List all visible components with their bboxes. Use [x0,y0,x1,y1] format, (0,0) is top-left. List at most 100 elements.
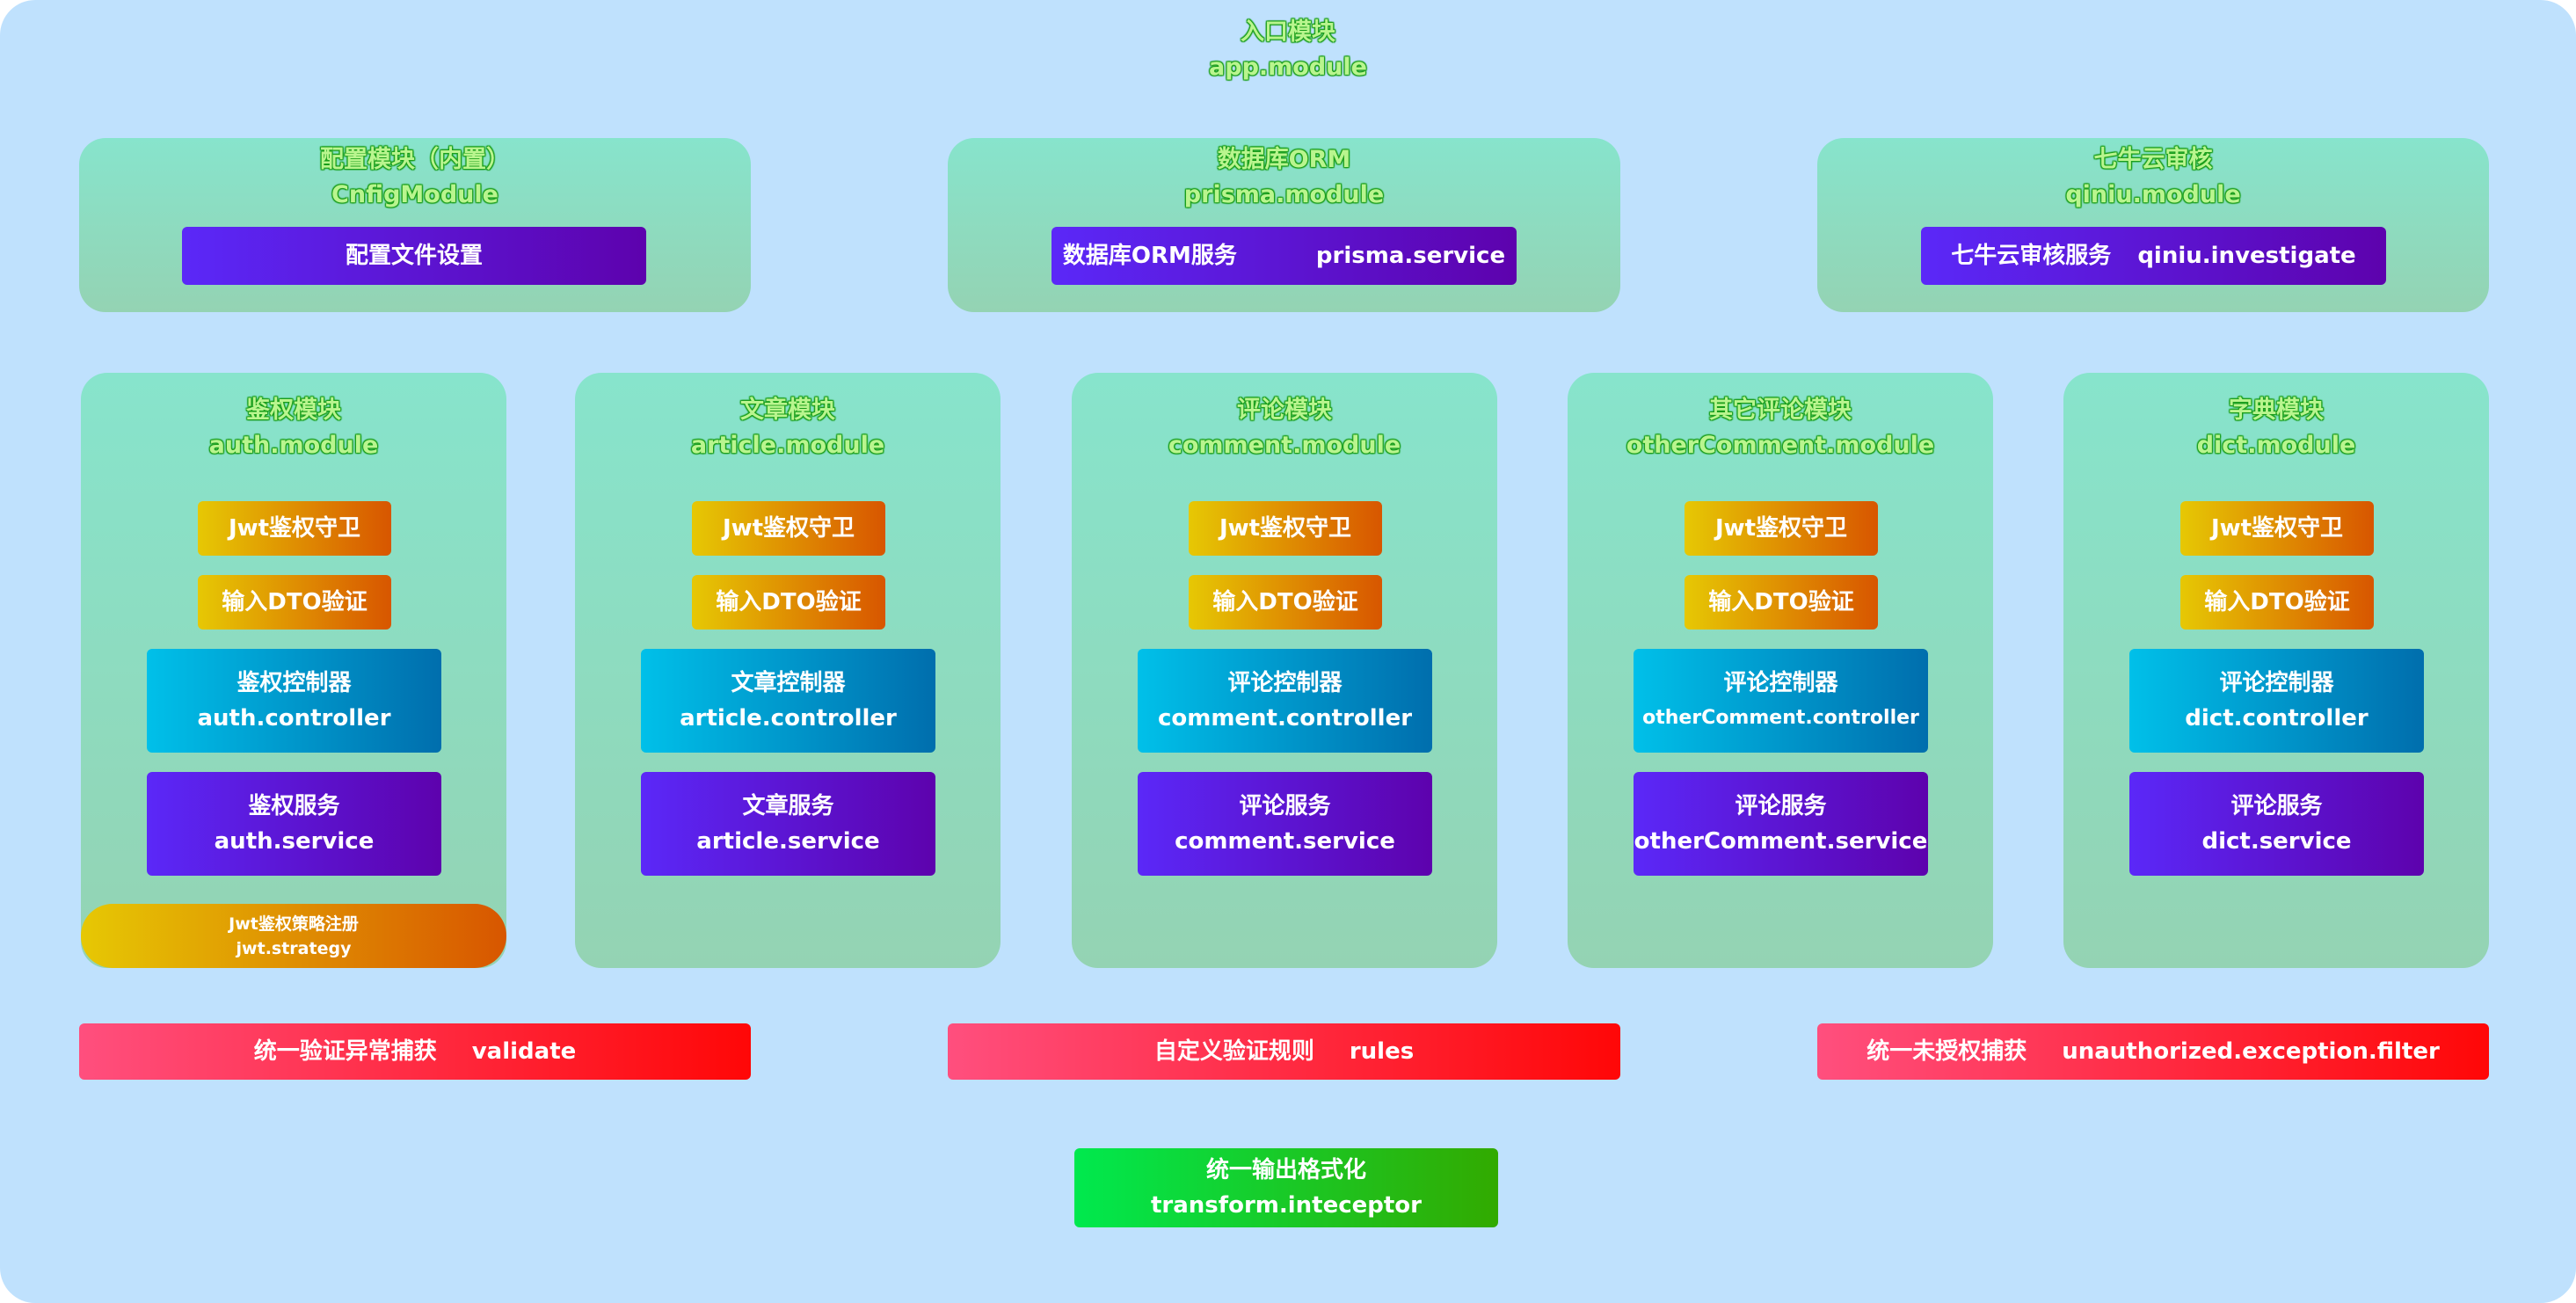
box-label: 输入DTO验证 [1212,589,1358,615]
box-sublabel: article.controller [680,705,897,732]
rules-box: 自定义验证规则 rules [948,1023,1620,1080]
module-subtitle: dict.module [2196,432,2356,459]
module-title: 其它评论模块 otherComment.module [1568,393,1993,463]
box-label: 评论控制器 [1227,670,1343,696]
module-title: 字典模块 dict.module [2063,393,2489,463]
controller-box: 评论控制器 comment.controller [1138,649,1432,753]
service-box: 评论服务 dict.service [2129,772,2424,876]
jwt-guard-box: Jwt鉴权守卫 [692,501,885,556]
box-sublabel: dict.controller [2185,705,2369,732]
app-subtitle: app.module [1209,54,1367,81]
box-label: 输入DTO验证 [2204,589,2350,615]
box-label: 输入DTO验证 [222,589,367,615]
box-label: 评论服务 [2230,793,2323,819]
controller-box: 文章控制器 article.controller [641,649,935,753]
box-label: Jwt鉴权守卫 [722,515,855,542]
module-title: 鉴权模块 auth.module [81,393,506,463]
box-sublabel: article.service [696,828,880,855]
module-name: 其它评论模块 [1709,397,1852,424]
service-box: 文章服务 article.service [641,772,935,876]
box-sublabel: rules [1349,1038,1415,1065]
module-subtitle: prisma.module [1183,181,1385,208]
app-title: 入口模块 [1241,18,1335,46]
box-sublabel: comment.controller [1157,705,1413,732]
jwt-guard-box: Jwt鉴权守卫 [2180,501,2374,556]
box-sublabel: auth.controller [197,705,391,732]
qiniu-module-title: 七牛云审核 qiniu.module [1817,142,2489,213]
config-file-box: 配置文件设置 [182,227,646,285]
box-label: 统一验证异常捕获 [253,1038,437,1065]
module-name: 评论模块 [1237,397,1332,424]
dto-validation-box: 输入DTO验证 [2180,575,2374,630]
box-sublabel: validate [471,1038,577,1065]
module-title: 评论模块 comment.module [1072,393,1497,463]
prisma-module-title: 数据库ORM prisma.module [948,142,1620,213]
box-label: 鉴权服务 [248,793,340,819]
module-title: 文章模块 article.module [575,393,1001,463]
prisma-module: 数据库ORM prisma.module 数据库ORM服务 prisma.ser… [948,138,1620,312]
box-label: Jwt鉴权守卫 [1219,515,1352,542]
module-subtitle: auth.module [208,432,379,459]
module-name: 文章模块 [740,397,835,424]
controller-box: 评论控制器 otherComment.controller [1634,649,1928,753]
box-sublabel: prisma.service [1315,243,1506,269]
box-label: 七牛云审核服务 [1951,243,2112,269]
unauthorized-filter-box: 统一未授权捕获 unauthorized.exception.filter [1817,1023,2489,1080]
controller-box: 评论控制器 dict.controller [2129,649,2424,753]
app-module-title: 入口模块 app.module [0,15,2576,85]
box-label: 自定义验证规则 [1153,1038,1314,1065]
box-sublabel: transform.inteceptor [1150,1192,1422,1219]
box-sublabel: unauthorized.exception.filter [2062,1038,2440,1065]
box-sublabel: comment.service [1175,828,1395,855]
module-name: 鉴权模块 [246,397,341,424]
feature-module: 字典模块 dict.module Jwt鉴权守卫 输入DTO验证 评论控制器 di… [2063,373,2489,968]
feature-module: 其它评论模块 otherComment.module Jwt鉴权守卫 输入DTO… [1568,373,1993,968]
box-label: Jwt鉴权守卫 [2210,515,2344,542]
module-subtitle: comment.module [1168,432,1401,459]
box-label: 统一未授权捕获 [1867,1038,2027,1065]
dto-validation-box: 输入DTO验证 [692,575,885,630]
module-subtitle: article.module [690,432,885,459]
dto-validation-box: 输入DTO验证 [1685,575,1878,630]
qiniu-investigate-box: 七牛云审核服务 qiniu.investigate [1921,227,2386,285]
box-label: 评论控制器 [1723,670,1838,696]
controller-box: 鉴权控制器 auth.controller [147,649,441,753]
service-box: 评论服务 comment.service [1138,772,1432,876]
feature-module: 鉴权模块 auth.module Jwt鉴权守卫 输入DTO验证 鉴权控制器 au… [81,373,506,968]
module-subtitle: otherComment.module [1626,432,1935,459]
transform-interceptor-box: 统一输出格式化 transform.inteceptor [1074,1148,1498,1227]
box-label: 配置文件设置 [345,243,483,269]
module-title: 七牛云审核 [2093,146,2213,173]
box-label: Jwt鉴权策略注册 [229,914,359,934]
box-label: 评论控制器 [2219,670,2334,696]
box-label: 文章控制器 [731,670,846,696]
box-label: 数据库ORM服务 [1062,243,1237,269]
box-label: 统一输出格式化 [1205,1157,1366,1183]
box-sublabel: otherComment.controller [1642,707,1919,729]
box-sublabel: otherComment.service [1634,828,1928,855]
module-title: 配置模块（内置） [320,146,510,173]
box-label: 文章服务 [742,793,834,819]
prisma-service-box: 数据库ORM服务 prisma.service [1052,227,1517,285]
jwt-guard-box: Jwt鉴权守卫 [1685,501,1878,556]
box-sublabel: auth.service [214,828,375,855]
feature-module: 评论模块 comment.module Jwt鉴权守卫 输入DTO验证 评论控制… [1072,373,1497,968]
box-sublabel: qiniu.investigate [2137,243,2356,269]
jwt-guard-box: Jwt鉴权守卫 [1189,501,1382,556]
box-label: 输入DTO验证 [1708,589,1854,615]
module-name: 字典模块 [2229,397,2324,424]
module-subtitle: qiniu.module [2065,181,2241,208]
box-sublabel: dict.service [2201,828,2352,855]
box-label: 鉴权控制器 [236,670,352,696]
module-title: 数据库ORM [1217,146,1351,173]
jwt-guard-box: Jwt鉴权守卫 [198,501,391,556]
box-label: 评论服务 [1239,793,1331,819]
dto-validation-box: 输入DTO验证 [1189,575,1382,630]
box-label: Jwt鉴权守卫 [228,515,361,542]
feature-module: 文章模块 article.module Jwt鉴权守卫 输入DTO验证 文章控制… [575,373,1001,968]
dto-validation-box: 输入DTO验证 [198,575,391,630]
qiniu-module: 七牛云审核 qiniu.module 七牛云审核服务 qiniu.investi… [1817,138,2489,312]
module-subtitle: CnfigModule [331,181,498,208]
